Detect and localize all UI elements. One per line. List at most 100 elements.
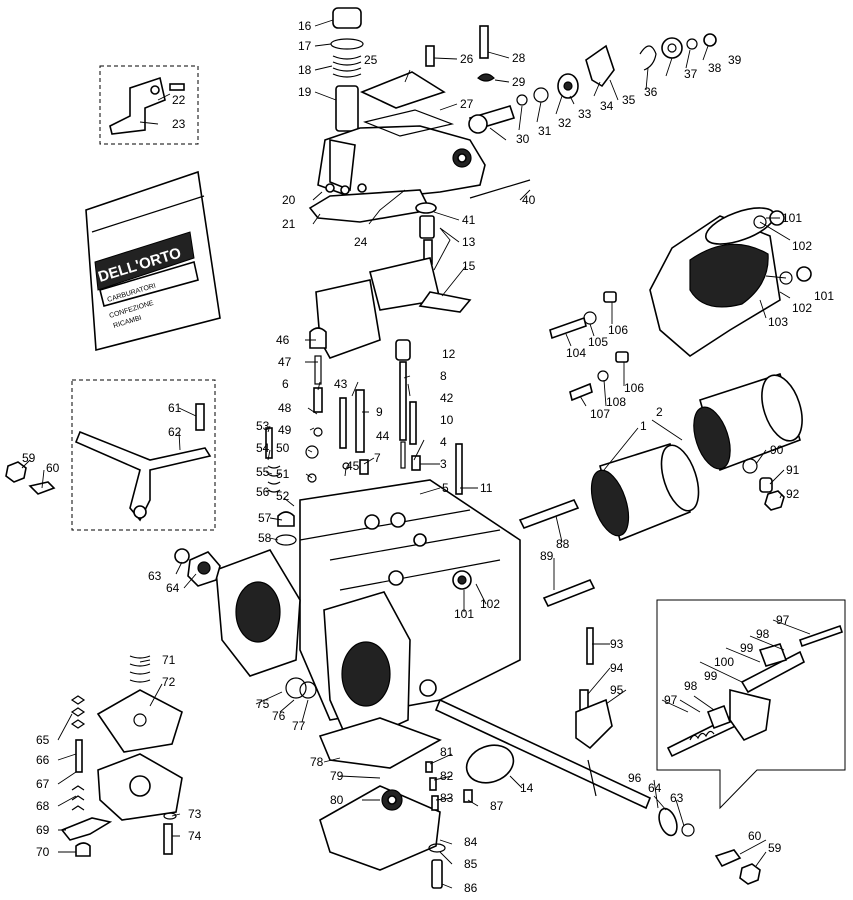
label-5: 5 [442, 481, 449, 495]
label-78: 78 [310, 755, 324, 769]
choke-spindle-parts [468, 33, 717, 134]
label-50: 50 [276, 441, 290, 455]
nut-59b [739, 863, 761, 885]
label-16: 16 [298, 19, 312, 33]
label-14: 14 [520, 781, 534, 795]
label-95: 95 [610, 683, 624, 697]
label-2: 2 [656, 405, 663, 419]
label-30: 30 [516, 132, 530, 146]
label-86: 86 [464, 881, 478, 895]
label-22: 22 [172, 93, 186, 107]
label-59b: 59 [768, 841, 782, 855]
label-105: 105 [588, 335, 608, 349]
label-102a: 102 [792, 239, 812, 253]
lever-inset-part [74, 403, 212, 522]
label-56: 56 [256, 485, 270, 499]
bottom-cover [285, 677, 473, 889]
label-46: 46 [276, 333, 290, 347]
label-71: 71 [162, 653, 176, 667]
label-55: 55 [256, 465, 270, 479]
label-6: 6 [282, 377, 289, 391]
bracket-inset-part [109, 76, 185, 135]
label-83: 83 [440, 791, 454, 805]
nut-59 [5, 461, 27, 483]
label-20: 20 [282, 193, 296, 207]
label-104: 104 [566, 346, 586, 360]
label-64b: 64 [648, 781, 662, 795]
top-cover-assembly [308, 7, 531, 223]
label-98b: 98 [684, 679, 698, 693]
label-76: 76 [272, 709, 286, 723]
label-31: 31 [538, 124, 552, 138]
label-70: 70 [36, 845, 50, 859]
label-33: 33 [578, 107, 592, 121]
label-66: 66 [36, 753, 50, 767]
label-99a: 99 [740, 641, 754, 655]
label-97b: 97 [664, 693, 678, 707]
label-45: 45 [346, 459, 360, 473]
label-43: 43 [334, 377, 348, 391]
label-38: 38 [708, 61, 722, 75]
label-97a: 97 [776, 613, 790, 627]
label-90: 90 [770, 443, 784, 457]
label-69: 69 [36, 823, 50, 837]
label-18: 18 [298, 63, 312, 77]
label-39: 39 [728, 53, 742, 67]
label-59a: 59 [22, 451, 36, 465]
label-98a: 98 [756, 627, 770, 641]
label-77: 77 [292, 719, 306, 733]
label-93: 93 [610, 637, 624, 651]
label-17: 17 [298, 39, 312, 53]
label-48: 48 [278, 401, 292, 415]
label-44: 44 [376, 429, 390, 443]
throttle-shaft [434, 627, 695, 837]
label-15: 15 [462, 259, 476, 273]
label-99b: 99 [704, 669, 718, 683]
inset-box-bracket [99, 65, 199, 145]
label-19: 19 [298, 85, 312, 99]
label-106b: 106 [624, 381, 644, 395]
label-101c: 101 [454, 607, 474, 621]
venturi-chokes [590, 372, 803, 542]
label-100: 100 [714, 655, 734, 669]
label-40: 40 [522, 193, 536, 207]
label-102b: 102 [792, 301, 812, 315]
label-27: 27 [460, 97, 474, 111]
label-107: 107 [590, 407, 610, 421]
label-96: 96 [628, 771, 642, 785]
label-85: 85 [464, 857, 478, 871]
stud-88 [518, 499, 580, 529]
float-assembly [315, 202, 472, 359]
label-49: 49 [278, 423, 292, 437]
label-61: 61 [168, 401, 182, 415]
label-94: 94 [610, 661, 624, 675]
label-72: 72 [162, 675, 176, 689]
label-79: 79 [330, 769, 344, 783]
label-106a: 106 [608, 323, 628, 337]
label-88: 88 [556, 537, 570, 551]
callout-labels: 16 17 18 19 20 21 22 23 24 25 26 27 28 2… [22, 19, 834, 895]
label-57: 57 [258, 511, 272, 525]
label-29: 29 [512, 75, 526, 89]
label-84: 84 [464, 835, 478, 849]
label-32: 32 [558, 116, 572, 130]
leader-lines [21, 19, 811, 889]
label-47: 47 [278, 355, 292, 369]
label-73: 73 [188, 807, 202, 821]
label-68: 68 [36, 799, 50, 813]
label-60a: 60 [46, 461, 60, 475]
label-10: 10 [440, 413, 454, 427]
inset-box-lever [71, 379, 216, 531]
label-42: 42 [440, 391, 454, 405]
studs-and-nuts [549, 291, 629, 402]
label-21: 21 [282, 217, 296, 231]
label-101b: 101 [814, 289, 834, 303]
label-11: 11 [480, 481, 493, 495]
shaft-line [587, 759, 597, 797]
label-87: 87 [490, 799, 504, 813]
label-81: 81 [440, 745, 454, 759]
clip-60b [714, 849, 742, 868]
label-92: 92 [786, 487, 800, 501]
label-82: 82 [440, 769, 454, 783]
label-89: 89 [540, 549, 554, 563]
